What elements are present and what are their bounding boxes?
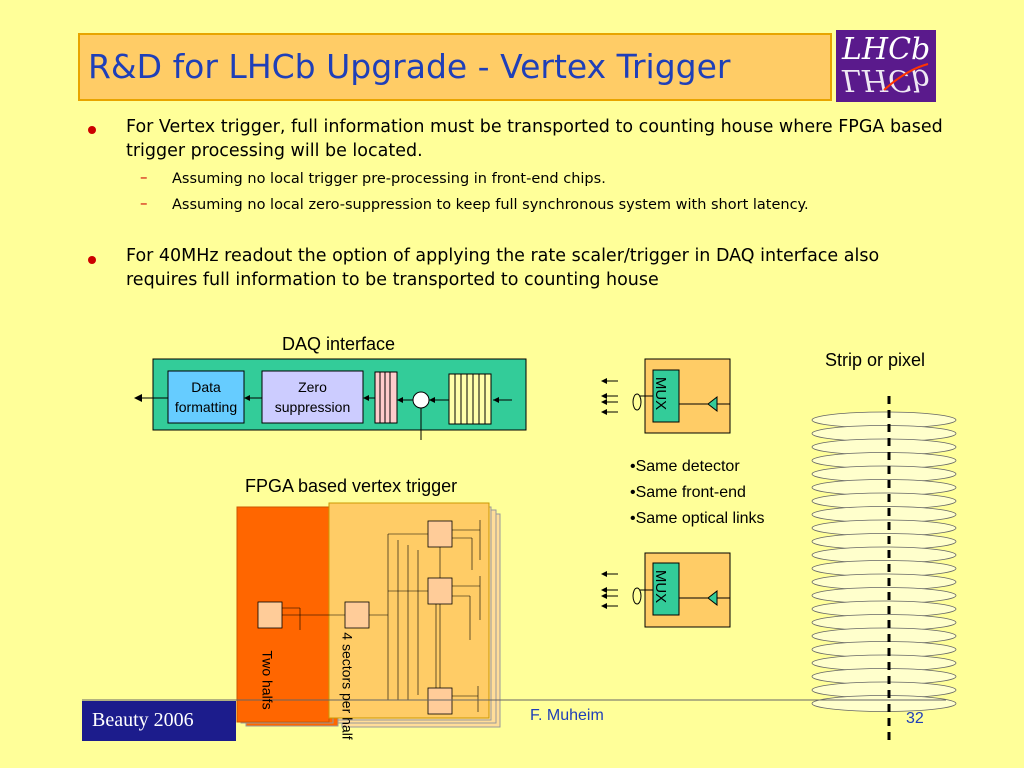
slide-title: R&D for LHCb Upgrade - Vertex Trigger	[88, 47, 731, 86]
logo-text: LHCb	[842, 32, 931, 67]
buffer-block	[374, 371, 398, 424]
sub-bullet-2: Assuming no local zero-suppression to ke…	[172, 197, 809, 213]
same-item: •Same front-end	[630, 484, 746, 501]
fpga-chip	[344, 601, 370, 629]
lhcb-logo: LHCb LHCb	[836, 30, 936, 102]
mux-label-top: MUX	[652, 376, 670, 411]
data-formatting-label-2: formatting	[174, 399, 238, 415]
input-block	[448, 373, 492, 425]
fpga-chip	[257, 601, 283, 629]
two-halfs-label: Two halfs	[259, 650, 276, 710]
footer-author: F. Muheim	[530, 707, 604, 724]
trigger-node	[412, 391, 430, 409]
footer-event-box: Beauty 2006	[82, 701, 236, 741]
strip-label: Strip or pixel	[825, 350, 926, 370]
strip-detector	[811, 411, 957, 712]
logo-swoosh-icon	[883, 63, 929, 91]
four-sectors-label: 4 sectors per half	[339, 632, 356, 740]
zero-suppression-box	[261, 370, 364, 424]
title-box: R&D for LHCb Upgrade - Vertex Trigger	[78, 33, 832, 101]
zero-suppression-label-1: Zero	[298, 379, 327, 395]
fpga-chip	[427, 687, 453, 715]
bullet-dash: –	[140, 194, 148, 212]
bullet-1: For Vertex trigger, full information mus…	[126, 117, 943, 161]
mux-label-bottom: MUX	[652, 569, 670, 604]
fpga-chip	[427, 520, 453, 548]
bullet-2: For 40MHz readout the option of applying…	[126, 246, 880, 290]
data-formatting-label-1: Data	[191, 379, 221, 395]
same-item: •Same optical links	[630, 510, 765, 527]
bullet-dash: –	[140, 168, 148, 186]
sub-bullet-1: Assuming no local trigger pre-processing…	[172, 171, 606, 187]
footer-event: Beauty 2006	[92, 709, 194, 731]
data-formatting-box	[167, 370, 245, 424]
fpga-half	[236, 506, 330, 723]
footer-page: 32	[906, 710, 924, 727]
detector-disc	[811, 695, 957, 712]
same-item: •Same detector	[630, 458, 740, 475]
bullet-dot	[88, 126, 96, 134]
daq-title: DAQ interface	[282, 334, 396, 354]
zero-suppression-label-2: suppression	[274, 399, 351, 415]
bullet-dot	[88, 256, 96, 264]
fpga-title: FPGA based vertex trigger	[245, 476, 458, 496]
fpga-chip	[427, 577, 453, 605]
